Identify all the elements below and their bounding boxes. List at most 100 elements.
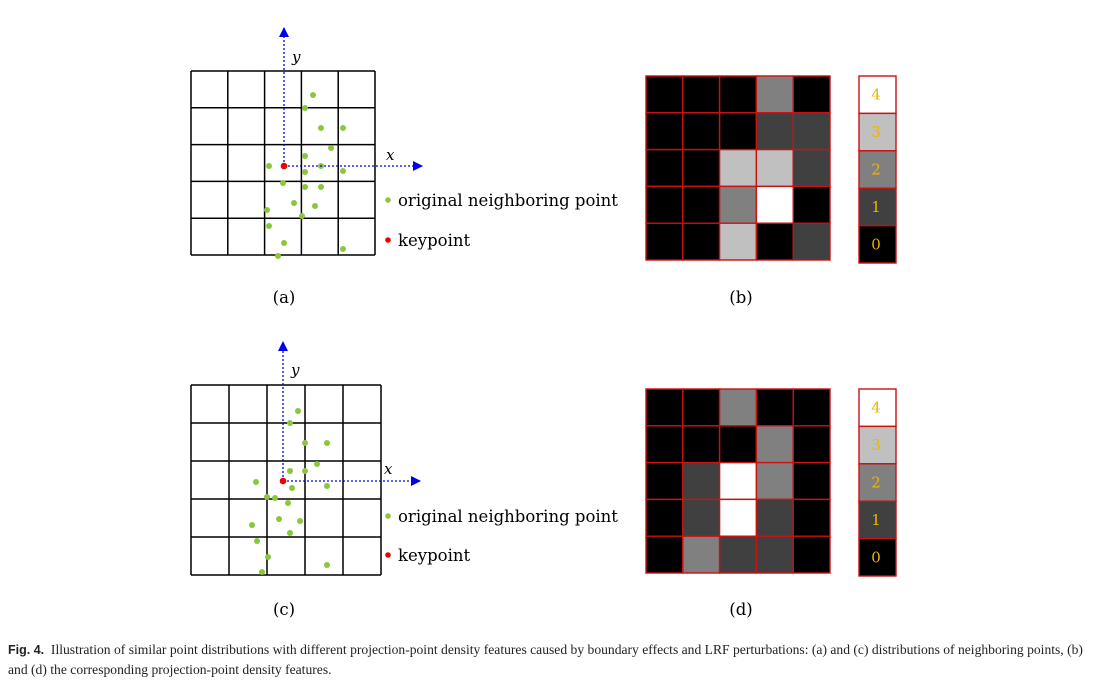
density-cell	[682, 461, 721, 501]
scale-label: 0	[871, 235, 881, 253]
scale-swatch	[858, 150, 897, 189]
density-cell	[755, 75, 794, 114]
neighboring-point	[302, 184, 308, 190]
scale-label: 0	[871, 548, 881, 566]
neighboring-point	[324, 562, 330, 568]
neighboring-point	[310, 92, 316, 98]
density-cell	[792, 148, 831, 188]
panel-c-label: (c)	[273, 600, 295, 619]
neighboring-point	[302, 105, 308, 111]
density-cell	[792, 222, 831, 261]
panel-a-legend-neighbor-label: original neighboring point	[398, 191, 618, 210]
density-cell	[755, 148, 794, 188]
density-cell	[792, 75, 831, 114]
neighboring-point	[302, 468, 308, 474]
density-cell	[682, 112, 721, 151]
density-cell	[755, 112, 794, 151]
density-cell	[718, 75, 758, 114]
density-cell	[755, 535, 794, 574]
density-cell	[792, 185, 831, 224]
neighboring-point	[287, 468, 293, 474]
neighboring-point	[291, 200, 297, 206]
neighboring-point	[287, 530, 293, 536]
density-cell	[682, 75, 721, 114]
density-cell	[718, 461, 758, 501]
density-cell	[682, 148, 721, 188]
density-cell	[792, 498, 831, 537]
panel-a-keypoint	[280, 162, 288, 170]
neighboring-point	[324, 440, 330, 446]
density-cell	[755, 498, 794, 537]
density-cell	[792, 425, 831, 464]
panel-a-point-distribution: x y original neighboring point keypoint …	[190, 27, 618, 307]
density-cell	[792, 461, 831, 501]
scale-label: 3	[871, 436, 881, 454]
density-cell	[645, 222, 684, 261]
panel-c-legend-neighbor-marker	[385, 513, 391, 519]
panel-a-x-axis-label: x	[386, 146, 395, 164]
panel-a-label: (a)	[273, 288, 296, 307]
scale-label: 4	[871, 399, 881, 417]
density-cell	[645, 185, 684, 224]
density-cell	[718, 535, 758, 574]
density-cell	[682, 498, 721, 537]
panel-a-y-axis-label: y	[291, 48, 301, 66]
panel-c-legend-neighbor-label: original neighboring point	[398, 507, 618, 526]
neighboring-point	[249, 522, 255, 528]
density-cell	[755, 222, 794, 261]
density-cell	[718, 185, 758, 224]
neighboring-point	[324, 483, 330, 489]
caption-label: Fig. 4.	[8, 643, 45, 657]
scale-label: 3	[871, 123, 881, 141]
neighboring-point	[266, 223, 272, 229]
neighboring-point	[275, 253, 281, 259]
neighboring-point	[265, 554, 271, 560]
panel-a-grid	[190, 70, 376, 256]
caption-text: Illustration of similar point distributi…	[8, 642, 1083, 677]
panel-d-heatmap	[645, 388, 831, 574]
neighboring-point	[328, 145, 334, 151]
neighboring-point	[340, 125, 346, 131]
density-cell	[645, 498, 684, 537]
scale-swatch	[858, 75, 897, 115]
neighboring-point	[302, 440, 308, 446]
neighboring-point	[314, 461, 320, 467]
density-cell	[718, 222, 758, 261]
panel-d-label: (d)	[729, 600, 752, 619]
density-cell	[682, 425, 721, 464]
density-cell	[645, 461, 684, 501]
panel-c-x-axis-label: x	[384, 460, 393, 478]
density-cell	[682, 185, 721, 224]
density-cell	[645, 112, 684, 151]
density-cell	[682, 535, 721, 574]
neighboring-point	[340, 246, 346, 252]
panel-c-keypoint	[279, 477, 287, 485]
scale-swatch	[858, 224, 897, 264]
density-cell	[755, 185, 794, 224]
neighboring-point	[302, 169, 308, 175]
scale-swatch	[858, 500, 897, 540]
density-cell	[792, 388, 831, 427]
density-cell	[645, 425, 684, 464]
scale-swatch	[858, 187, 897, 227]
density-cell	[682, 388, 721, 427]
density-cell	[755, 388, 794, 427]
figure-caption: Fig. 4. Illustration of similar point di…	[8, 640, 1098, 679]
neighboring-point	[259, 569, 265, 575]
panel-a-points	[264, 92, 346, 259]
neighboring-point	[264, 207, 270, 213]
panel-c-point-distribution: x y original neighboring point keypoint …	[190, 341, 618, 619]
neighboring-point	[302, 153, 308, 159]
density-cell	[718, 148, 758, 188]
density-cell	[755, 425, 794, 464]
panel-c-legend-keypoint-label: keypoint	[398, 546, 470, 565]
panel-c-y-axis-label: y	[290, 361, 300, 379]
scale-swatch	[858, 463, 897, 502]
panel-a-legend-neighbor-marker	[385, 197, 391, 203]
neighboring-point	[289, 485, 295, 491]
panel-b-label: (b)	[729, 288, 752, 307]
neighboring-point	[297, 518, 303, 524]
neighboring-point	[281, 240, 287, 246]
